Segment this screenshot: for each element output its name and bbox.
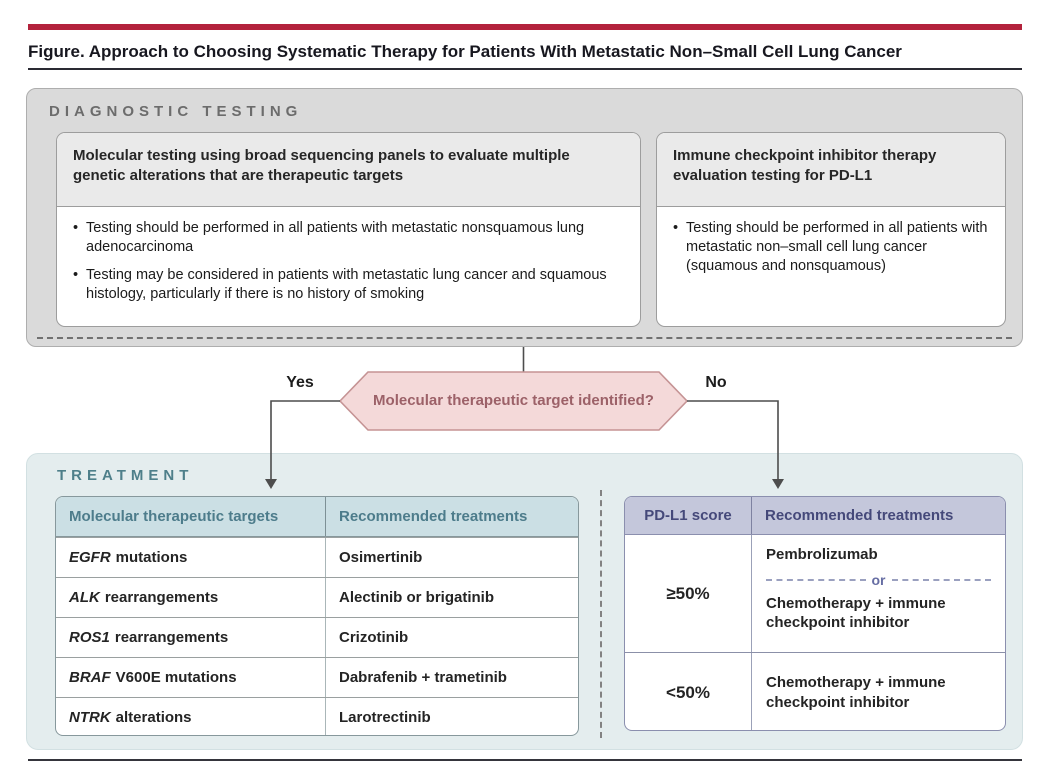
figure-accent-bar <box>28 24 1022 30</box>
molecular-testing-box-title: Molecular testing using broad sequencing… <box>73 147 570 184</box>
treatment-panel: TREATMENT Molecular therapeutic targets … <box>26 453 1023 750</box>
diagnostic-panel-dashed-divider <box>37 337 1012 339</box>
immune-checkpoint-box: Immune checkpoint inhibitor therapy eval… <box>656 132 1006 327</box>
molecular-targets-table: Molecular therapeutic targets Recommende… <box>55 496 579 736</box>
immune-checkpoint-box-header: Immune checkpoint inhibitor therapy eval… <box>657 133 1005 207</box>
column-header: PD-L1 score <box>625 497 752 534</box>
molecular-targets-table-header: Molecular therapeutic targets Recommende… <box>56 497 578 537</box>
table-row: BRAF V600E mutations Dabrafenib + tramet… <box>56 657 578 697</box>
target-cell: BRAF V600E mutations <box>56 658 326 697</box>
or-divider-dash <box>891 578 991 581</box>
molecular-testing-box-header: Molecular testing using broad sequencing… <box>57 133 640 207</box>
target-description: V600E mutations <box>115 669 237 686</box>
table-row: <50% Chemotherapy + immune checkpoint in… <box>625 652 1005 730</box>
table-row: EGFR mutations Osimertinib <box>56 537 578 577</box>
table-row: ≥50% Pembrolizumab or Chemotherapy + imm… <box>625 535 1005 652</box>
treatment-cell: Pembrolizumab or Chemotherapy + immune c… <box>752 535 1005 652</box>
bullet-item: Testing should be performed in all patie… <box>71 219 616 257</box>
column-header: Recommended treatments <box>765 507 954 524</box>
treatment-option: Pembrolizumab <box>766 546 878 563</box>
table-row: ALK rearrangements Alectinib or brigatin… <box>56 577 578 617</box>
gene-name: ALK <box>69 589 100 606</box>
treatment-cell: Crizotinib <box>339 629 409 646</box>
column-header: Recommended treatments <box>339 508 528 525</box>
target-description: mutations <box>115 549 188 566</box>
treatment-cell: Alectinib or brigatinib <box>339 589 495 606</box>
molecular-testing-box-body: Testing should be performed in all patie… <box>57 207 640 326</box>
or-label: or <box>871 571 886 588</box>
table-row: ROS1 rearrangements Crizotinib <box>56 617 578 657</box>
treatment-section-label: TREATMENT <box>57 467 194 484</box>
bullet-item: Testing may be considered in patients wi… <box>71 266 616 304</box>
pdl1-score-cell: <50% <box>625 653 752 730</box>
treatment-cell: Chemotherapy + immune checkpoint inhibit… <box>752 653 1005 730</box>
target-description: rearrangements <box>104 589 219 606</box>
bottom-divider <box>28 759 1022 761</box>
pdl1-table-header: PD-L1 score Recommended treatments <box>625 497 1005 535</box>
or-divider: or <box>766 571 991 589</box>
target-cell: ALK rearrangements <box>56 578 326 617</box>
treatment-option: Chemotherapy + immune checkpoint inhibit… <box>766 594 946 632</box>
treatment-cell: Dabrafenib + trametinib <box>339 669 507 686</box>
gene-name: BRAF <box>69 669 111 686</box>
table-row: NTRK alterations Larotrectinib <box>56 697 578 735</box>
no-branch-label: No <box>705 374 727 391</box>
target-description: alterations <box>115 709 192 726</box>
bullet-item: Testing should be performed in all patie… <box>671 219 991 276</box>
gene-name: NTRK <box>69 709 111 726</box>
target-description: rearrangements <box>114 629 229 646</box>
treatment-tables-dashed-divider <box>600 490 602 738</box>
gene-name: EGFR <box>69 549 111 566</box>
diagnostic-testing-panel: DIAGNOSTIC TESTING Molecular testing usi… <box>26 88 1023 347</box>
diagnostic-section-label: DIAGNOSTIC TESTING <box>49 103 303 120</box>
target-cell: EGFR mutations <box>56 538 326 577</box>
title-divider <box>28 68 1022 70</box>
treatment-cell: Osimertinib <box>339 549 423 566</box>
column-header: Molecular therapeutic targets <box>56 497 326 536</box>
gene-name: ROS1 <box>69 629 110 646</box>
treatment-cell: Larotrectinib <box>339 709 431 726</box>
figure-title: Figure. Approach to Choosing Systematic … <box>28 42 902 61</box>
target-cell: ROS1 rearrangements <box>56 618 326 657</box>
decision-question: Molecular therapeutic target identified? <box>373 392 654 409</box>
target-cell: NTRK alterations <box>56 698 326 735</box>
pdl1-table: PD-L1 score Recommended treatments ≥50% … <box>624 496 1006 731</box>
molecular-testing-box: Molecular testing using broad sequencing… <box>56 132 641 327</box>
yes-branch-label: Yes <box>286 374 314 391</box>
pdl1-score-cell: ≥50% <box>625 535 752 652</box>
treatment-option: Chemotherapy + immune checkpoint inhibit… <box>766 674 946 711</box>
or-divider-dash <box>766 578 866 581</box>
immune-checkpoint-box-title: Immune checkpoint inhibitor therapy eval… <box>673 147 937 184</box>
immune-checkpoint-box-body: Testing should be performed in all patie… <box>657 207 1005 297</box>
